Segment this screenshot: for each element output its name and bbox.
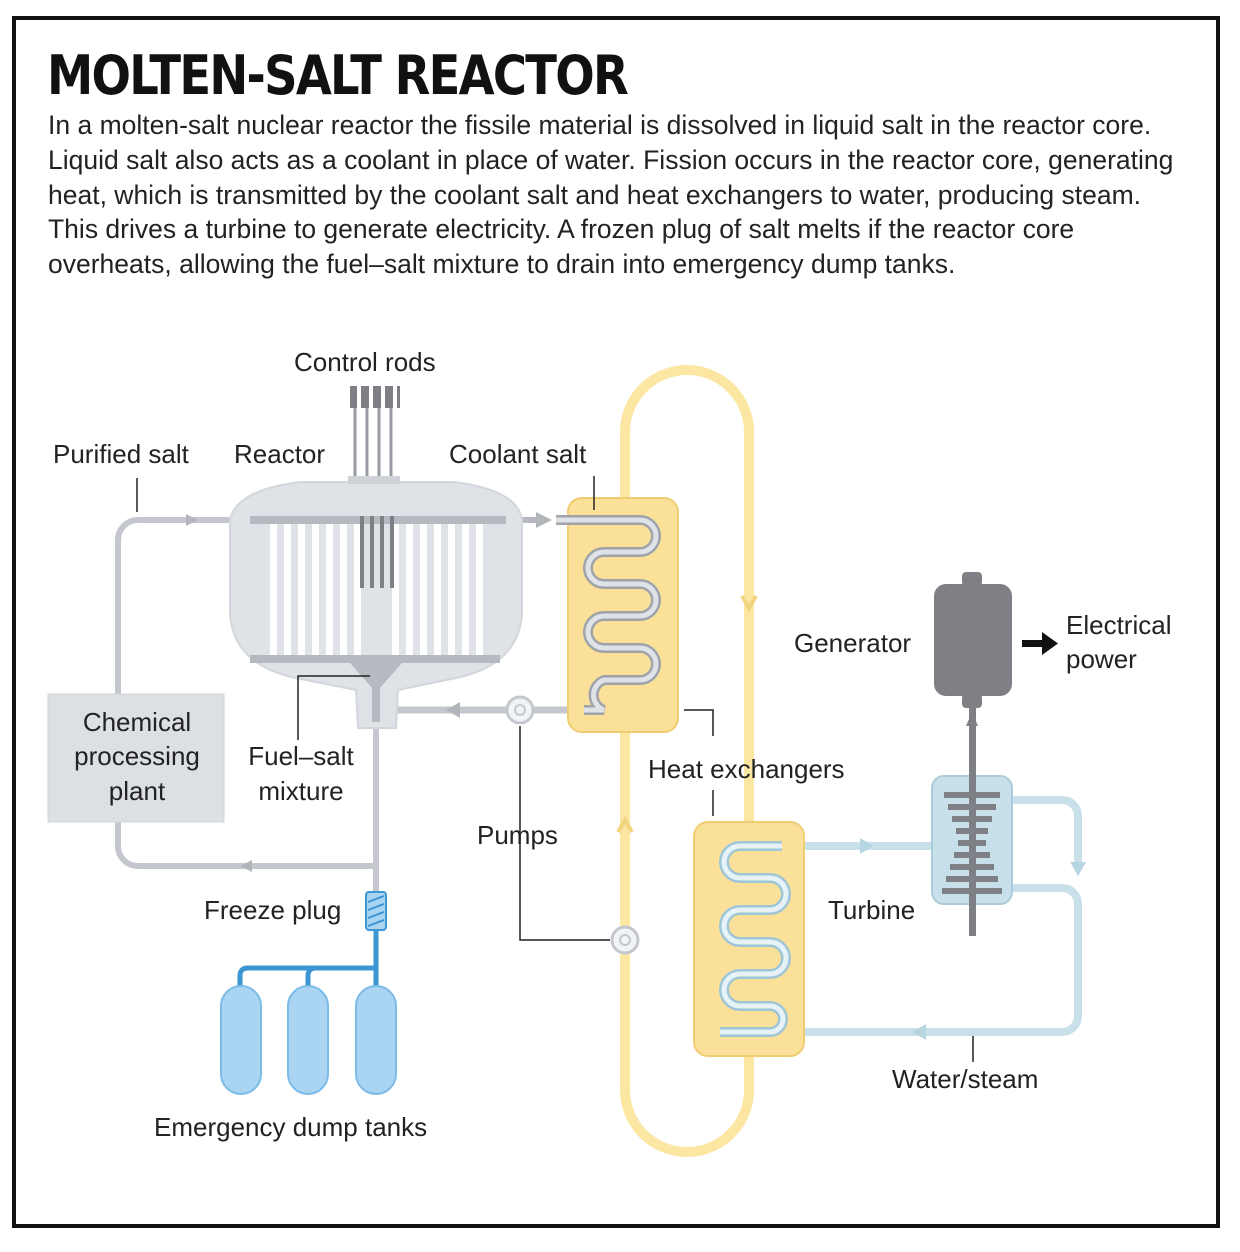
chemical-plant-label-line1: Chemical [83, 707, 191, 737]
dump-pipes [237, 930, 379, 990]
electrical-power-label-line2: power [1066, 644, 1137, 674]
generator-label: Generator [794, 628, 911, 658]
heat-exchanger-primary [556, 497, 679, 733]
pumps-label: Pumps [477, 820, 558, 850]
fuel-salt-label-line2: mixture [258, 776, 343, 806]
fuel-salt-label-line1: Fuel–salt [248, 741, 354, 771]
reactor-label: Reactor [234, 439, 325, 469]
generator [934, 572, 1012, 708]
control-rods [348, 386, 400, 484]
heat-exchangers-label: Heat exchangers [648, 754, 845, 784]
pump-fuel-loop [505, 695, 535, 725]
control-rods-label: Control rods [294, 347, 436, 377]
water-steam-label: Water/steam [892, 1064, 1038, 1094]
water-steam-loop [770, 796, 1086, 1040]
dump-tanks-label: Emergency dump tanks [154, 1112, 427, 1142]
leader-lines [136, 476, 974, 1062]
pump-coolant-loop [610, 925, 640, 955]
turbine [931, 700, 1013, 936]
chemical-processing-plant [47, 693, 225, 823]
emergency-dump-tanks [220, 985, 397, 1095]
reactor-vessel [229, 481, 523, 729]
power-arrow [1022, 632, 1058, 655]
heat-exchanger-secondary [693, 821, 805, 1057]
freeze-plug-label: Freeze plug [204, 895, 341, 925]
chemical-plant-label-line3: plant [109, 776, 166, 806]
purified-salt-label: Purified salt [53, 439, 190, 469]
freeze-plug [365, 891, 387, 931]
electrical-power-label-line1: Electrical [1066, 610, 1171, 640]
chemical-plant-label-line2: processing [74, 741, 200, 771]
figure-description: In a molten-salt nuclear reactor the fis… [48, 110, 1174, 280]
figure-title: MOLTEN-SALT REACTOR [47, 44, 629, 107]
coolant-loop [616, 365, 758, 1157]
coolant-salt-label: Coolant salt [449, 439, 587, 469]
turbine-label: Turbine [828, 895, 915, 925]
